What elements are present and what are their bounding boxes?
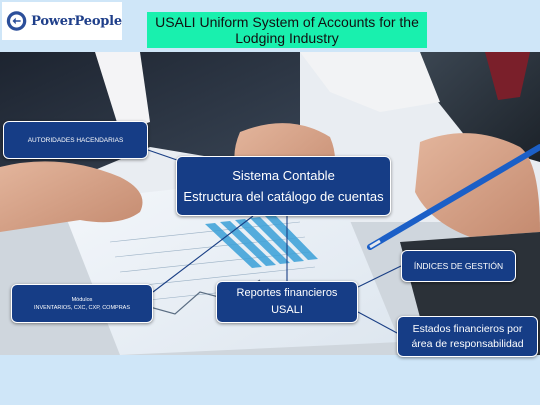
logo-mark-icon xyxy=(6,11,27,31)
node-modulos: Módulos INVENTARIOS, CXC, CXP, COMPRAS xyxy=(11,284,153,323)
node-indices-label: ÍNDICES DE GESTIÓN xyxy=(413,261,504,271)
node-reportes-line2: USALI xyxy=(271,304,303,316)
node-reportes-financieros: Reportes financieros USALI xyxy=(216,281,358,323)
connector-sistema-modulos xyxy=(152,215,254,293)
node-indices-de-gestion: ÍNDICES DE GESTIÓN xyxy=(401,250,516,282)
node-reportes-line1: Reportes financieros xyxy=(236,287,338,299)
node-estados-line1: Estados financieros por xyxy=(412,322,523,335)
connector-reportes-estados xyxy=(357,311,398,334)
node-autoridades-label: AUTORIDADES HACENDARIAS xyxy=(27,136,124,144)
node-autoridades-hacendarias: AUTORIDADES HACENDARIAS xyxy=(3,121,148,159)
connector-autoridades-sistema xyxy=(147,149,178,161)
logo: PowerPeople xyxy=(2,2,122,40)
node-sistema-line1: Sistema Contable xyxy=(232,168,335,183)
node-sistema-contable: Sistema Contable Estructura del catálogo… xyxy=(176,156,391,216)
connector-reportes-indices xyxy=(357,265,402,288)
node-modulos-line1: Módulos xyxy=(71,296,93,303)
node-modulos-line2: INVENTARIOS, CXC, CXP, COMPRAS xyxy=(33,304,131,311)
node-estados-financieros: Estados financieros por área de responsa… xyxy=(397,316,538,357)
node-estados-line2: área de responsabilidad xyxy=(411,337,524,350)
node-sistema-line2: Estructura del catálogo de cuentas xyxy=(183,189,384,204)
slide-title: USALI Uniform System of Accounts for the… xyxy=(147,12,427,48)
logo-text: PowerPeople xyxy=(31,13,122,29)
